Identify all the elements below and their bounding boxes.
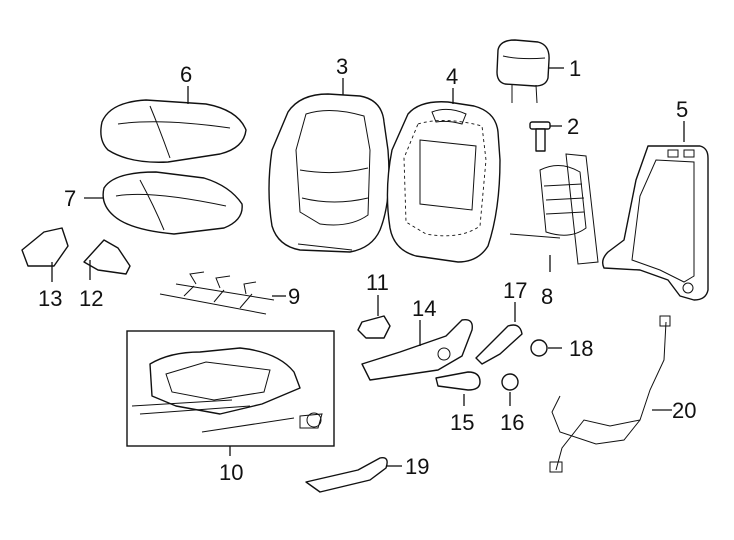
callout-16: 16 [500, 410, 524, 435]
side-panel-icon [361, 319, 473, 381]
callout-2: 2 [567, 114, 579, 139]
callout-4: 4 [446, 64, 458, 89]
headrest-guide-icon [529, 121, 551, 152]
recliner-handle-icon [475, 324, 523, 365]
lumbar-support-icon [509, 153, 599, 265]
callout-9: 9 [288, 284, 300, 309]
trim-panel-icon [305, 457, 388, 493]
seat-back-cover-icon [268, 93, 390, 253]
seat-adjuster-icon [131, 347, 323, 433]
cushion-cover-icon [100, 99, 247, 163]
cap-icon [530, 339, 548, 357]
headrest-icon [496, 39, 550, 104]
cushion-pad-icon [102, 171, 243, 235]
callout-14: 14 [412, 296, 436, 321]
callout-17: 17 [503, 278, 527, 303]
wire-frame-icon [159, 271, 275, 315]
callout-8: 8 [541, 284, 553, 309]
seat-back-pad-icon [386, 101, 501, 263]
callout-11: 11 [366, 270, 389, 295]
handle-icon [435, 371, 481, 391]
side-shield-icon [83, 239, 131, 275]
callout-7: 7 [64, 186, 76, 211]
callout-15: 15 [450, 410, 474, 435]
seat-back-frame-icon [601, 145, 709, 301]
callout-10: 10 [219, 460, 243, 485]
callout-3: 3 [336, 54, 348, 79]
callout-20: 20 [672, 398, 696, 423]
callout-19: 19 [405, 454, 429, 479]
callout-13: 13 [38, 286, 62, 311]
callout-1: 1 [569, 56, 581, 81]
callout-5: 5 [676, 97, 688, 122]
knob-icon [501, 373, 519, 391]
side-bracket-icon [21, 227, 69, 267]
callout-6: 6 [180, 62, 192, 87]
wiring-harness-icon [549, 315, 671, 473]
callout-18: 18 [569, 336, 593, 361]
bracket-icon [357, 315, 391, 339]
callout-12: 12 [79, 286, 103, 311]
